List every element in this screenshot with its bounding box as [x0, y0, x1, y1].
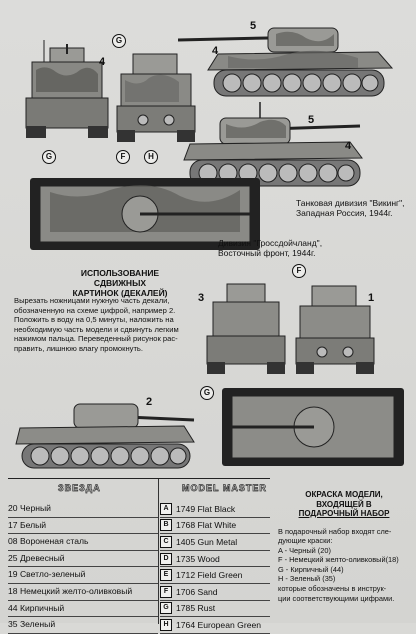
kit-paint-item: H - Зеленый (35)	[278, 574, 336, 584]
caption-viking: Танковая дивизия "Викинг", Западная Росс…	[296, 198, 405, 218]
header-zvezda: ЗВЕЗДА	[58, 483, 101, 494]
table-divider	[158, 479, 159, 624]
paint-letter: F	[160, 585, 172, 598]
callout-g-a: G	[42, 150, 56, 164]
zvezda-row: 44 Кирпичный	[8, 601, 158, 618]
tank-top-view-viking	[30, 178, 260, 250]
caption-grossdeutschland: Дивизия "Гроссдойчланд", Восточный фронт…	[218, 238, 323, 258]
bottom-section: ЗВЕЗДА MODEL MASTER 20 Черный 17 Белый 0…	[0, 478, 416, 634]
instructions-body: Вырезать ножницами нужную часть декали, …	[14, 296, 179, 353]
zvezda-list: 20 Черный 17 Белый 08 Вороненая сталь 25…	[8, 501, 158, 634]
zvezda-row: 17 Белый	[8, 518, 158, 535]
paint-letter: G	[160, 602, 172, 615]
instructions-title: ИСПОЛЬЗОВАНИЕ СДВИЖНЫХ КАРТИНОК (ДЕКАЛЕЙ…	[72, 268, 168, 298]
callout-1: 1	[368, 292, 375, 304]
model-master-row: C 1405 Gun Metal	[160, 534, 270, 551]
paint-name: 1764 European Green	[176, 619, 262, 630]
paint-name: 1712 Field Green	[176, 570, 243, 581]
paint-letter: B	[160, 519, 172, 532]
kit-paint-item: A - Черный (20)	[278, 545, 331, 555]
paint-name: 1785 Rust	[176, 603, 216, 614]
callout-f-b: F	[292, 264, 306, 278]
callout-h-a: H	[144, 150, 158, 164]
callout-g-c: G	[200, 386, 214, 400]
kit-paint-item: G - Кирпичный (44)	[278, 564, 344, 574]
kit-paint-item: F - Немецкий желто-оливковый(18)	[278, 555, 399, 565]
callout-2: 2	[146, 396, 153, 408]
tank-front-view-gd	[206, 283, 286, 374]
paint-letter: A	[160, 502, 172, 515]
model-master-row: D 1735 Wood	[160, 551, 270, 568]
paint-name: 1749 Flat Black	[176, 503, 236, 514]
paint-name: 1706 Sand	[176, 586, 218, 597]
kit-paints-box: ОКРАСКА МОДЕЛИ, ВХОДЯЩЕЙ В ПОДАРОЧНЫЙ НА…	[278, 478, 410, 623]
tank-front-view-viking	[25, 40, 109, 138]
callout-4-b: 4	[212, 45, 219, 57]
paint-letter: C	[160, 535, 172, 548]
paint-name: 1768 Flat White	[176, 520, 237, 531]
model-master-row: E 1712 Field Green	[160, 567, 270, 584]
paint-table: ЗВЕЗДА MODEL MASTER 20 Черный 17 Белый 0…	[8, 478, 270, 634]
callout-g-b: G	[112, 34, 126, 48]
tank-top-view-gd	[222, 388, 404, 466]
zvezda-row: 18 Немецкий желто-оливковый	[8, 584, 158, 601]
zvezda-row: 19 Светло-зеленый	[8, 567, 158, 584]
model-master-row: F 1706 Sand	[160, 584, 270, 601]
paint-letter: E	[160, 569, 172, 582]
callout-5-b: 5	[308, 114, 315, 126]
zvezda-row: 35 Зеленый	[8, 617, 158, 634]
kit-paints-title: ОКРАСКА МОДЕЛИ, ВХОДЯЩЕЙ В ПОДАРОЧНЫЙ НА…	[298, 490, 390, 518]
tank-rear-view-gd	[295, 285, 375, 374]
model-master-row: G 1785 Rust	[160, 601, 270, 618]
callout-3: 3	[198, 292, 205, 304]
paint-letter: H	[160, 618, 172, 631]
tank-side-view-viking	[178, 27, 394, 97]
tank-side-view-gd	[15, 403, 195, 469]
model-master-row: B 1768 Flat White	[160, 518, 270, 535]
kit-paints-body: В подарочный набор входят сле- дующие кр…	[278, 527, 410, 604]
zvezda-row: 20 Черный	[8, 501, 158, 518]
callout-5-a: 5	[250, 20, 257, 32]
zvezda-row: 08 Вороненая сталь	[8, 534, 158, 551]
model-master-row: A 1749 Flat Black	[160, 501, 270, 518]
model-master-list: A 1749 Flat Black B 1768 Flat White C 1405 …	[160, 501, 270, 634]
header-model-master: MODEL MASTER	[182, 483, 267, 494]
paint-name: 1735 Wood	[176, 553, 220, 564]
callout-4-a: 4	[99, 56, 106, 68]
paint-letter: D	[160, 552, 172, 565]
paint-name: 1405 Gun Metal	[176, 536, 238, 547]
tank-rear-view-viking	[116, 53, 196, 142]
callout-f-a: F	[116, 150, 130, 164]
tank-side-view-viking-2	[183, 102, 363, 187]
model-master-row: H 1764 European Green	[160, 617, 270, 634]
zvezda-row: 25 Древесный	[8, 551, 158, 568]
callout-4-c: 4	[345, 140, 352, 152]
